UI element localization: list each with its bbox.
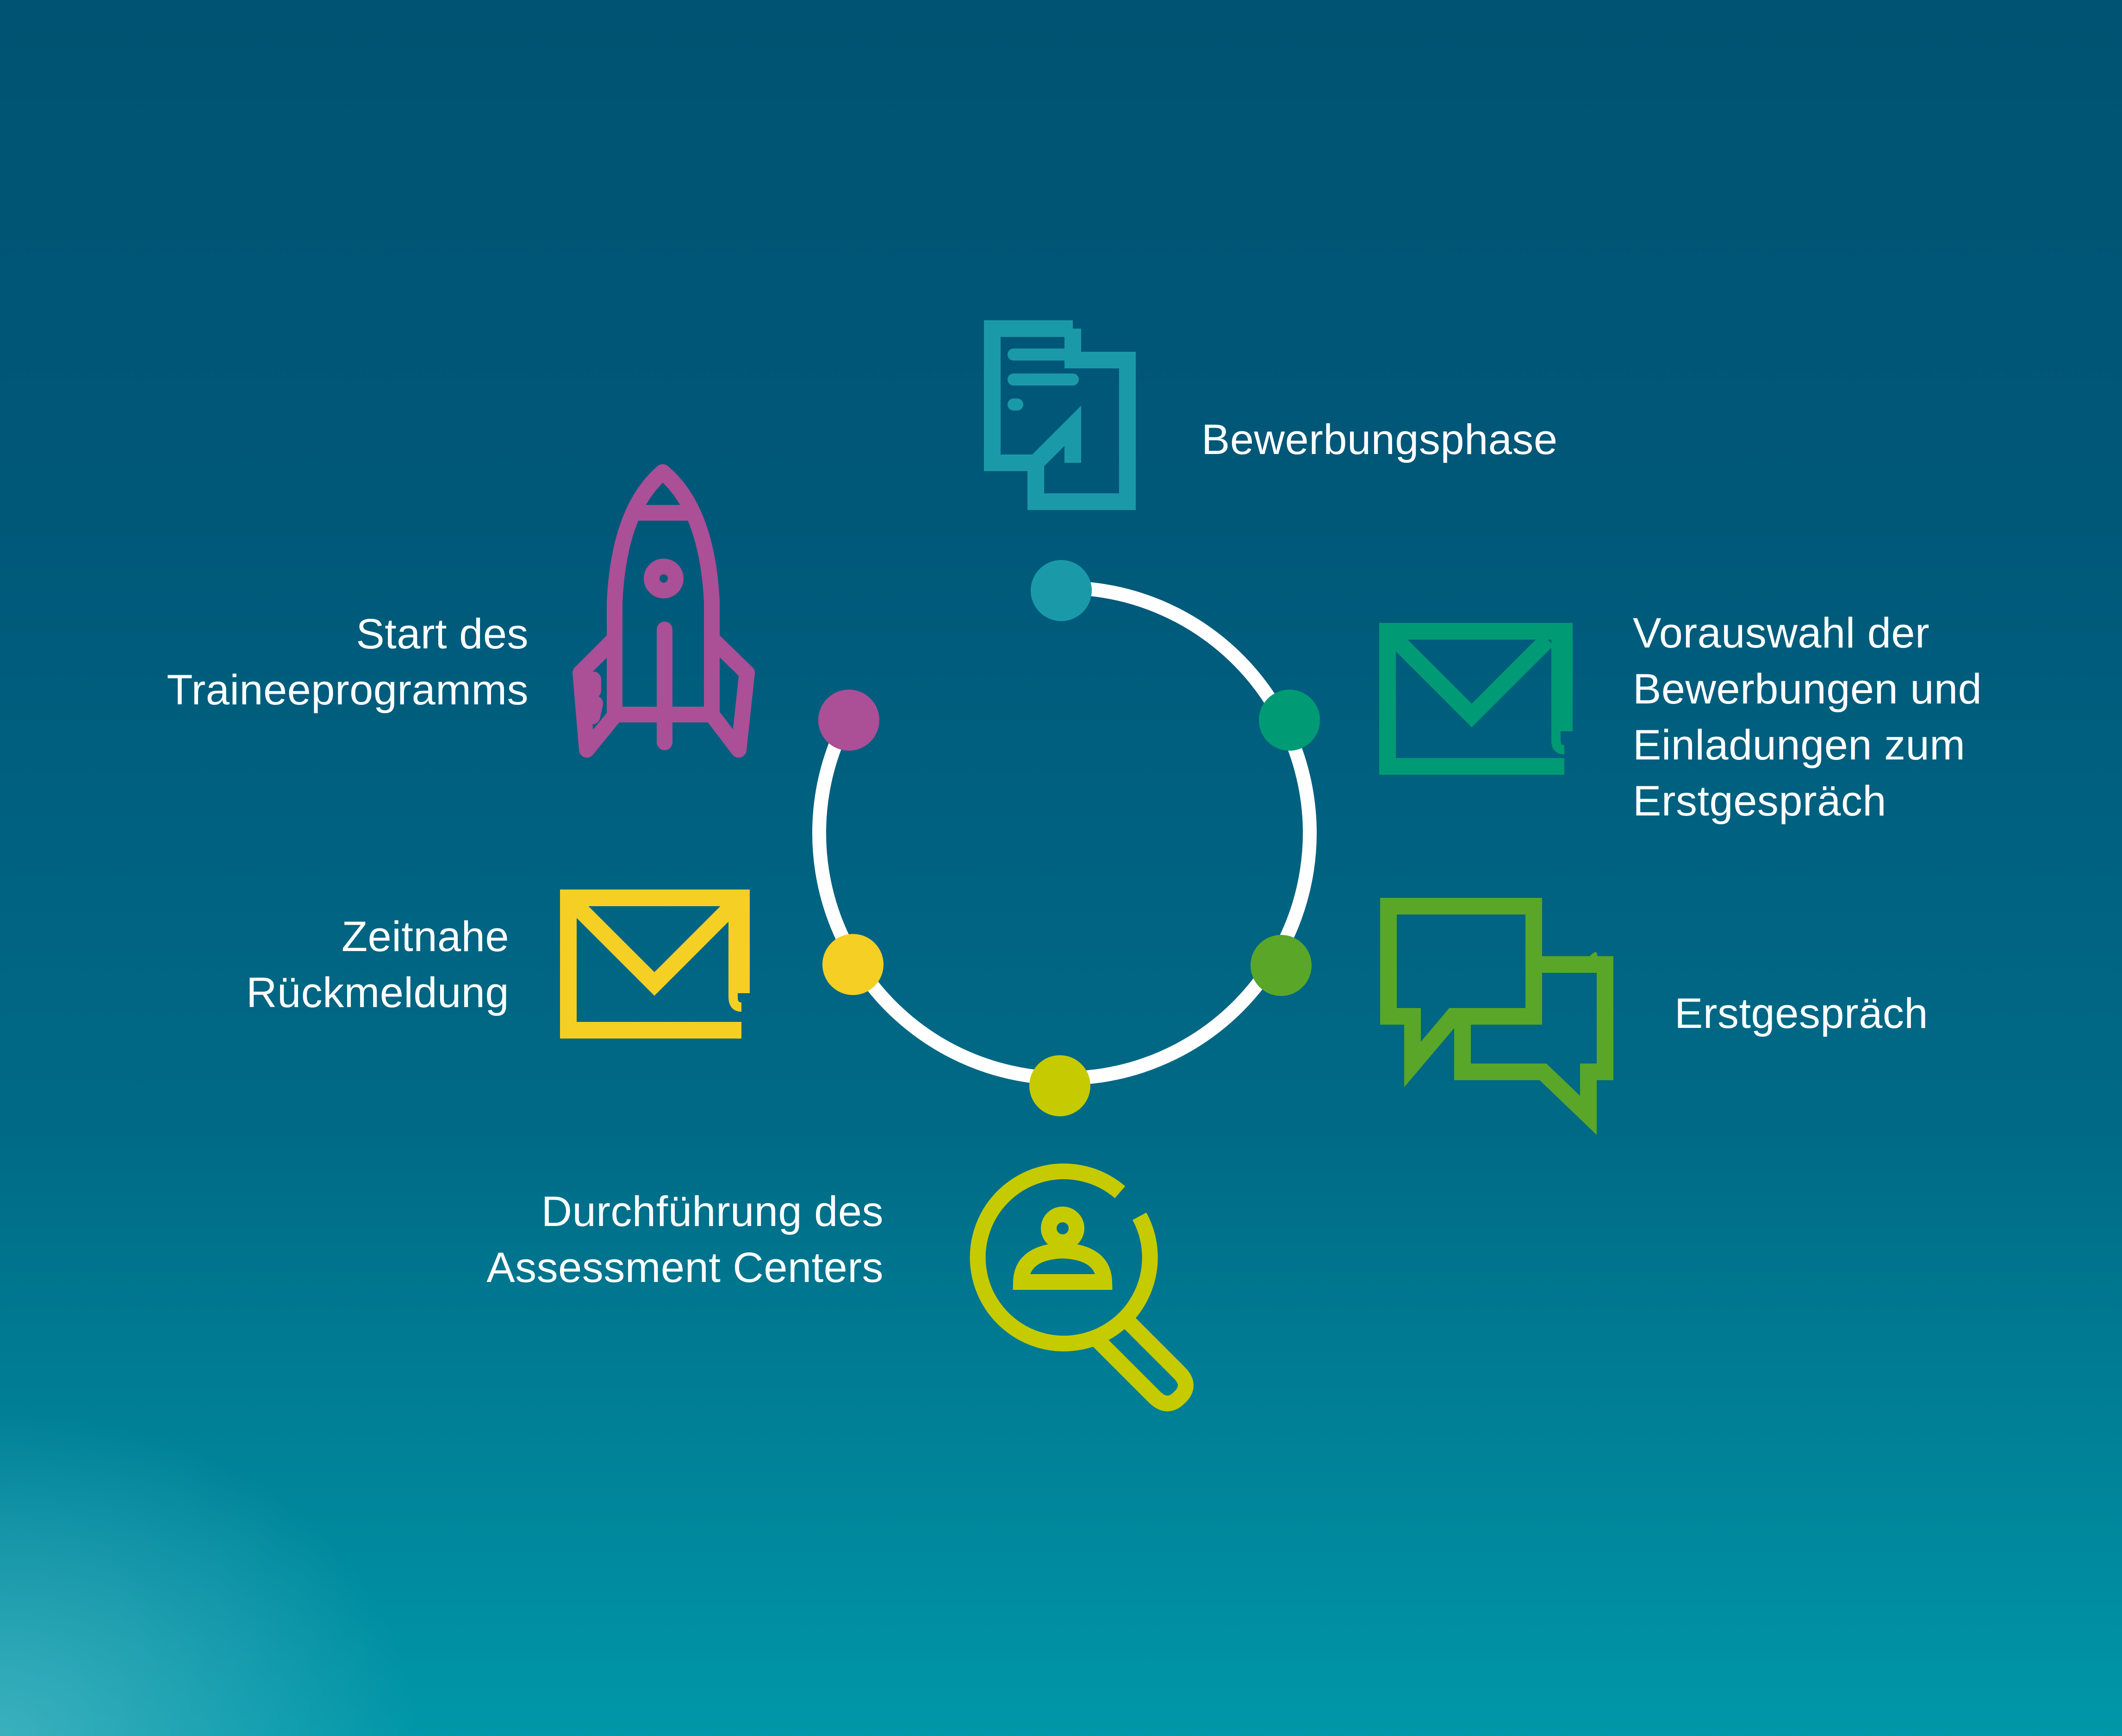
step-label-bewerbungsphase: Bewerbungsphase (1201, 416, 1558, 463)
cycle-ring (812, 580, 1317, 1085)
marker-vorauswahl (1259, 690, 1320, 751)
envelope-icon (1379, 623, 1573, 775)
marker-start (818, 690, 879, 751)
marker-erstgespraech (1251, 935, 1312, 996)
step-label-start: Start des Traineeprogramms (167, 610, 529, 714)
step-label-erstgespraech: Erstgespräch (1674, 990, 1929, 1037)
magnifier-person-icon (970, 1164, 1194, 1412)
marker-assessment (1029, 1055, 1090, 1116)
step-label-vorauswahl: Vorauswahl der Bewerbungen und Einladung… (1633, 610, 1982, 825)
document-icon (984, 320, 1136, 510)
step-label-assessment: Durchführung des Assessment Centers (486, 1188, 884, 1291)
step-label-rueckmeldung: Zeitnahe Rückmeldung (246, 913, 509, 1016)
envelope-icon (560, 890, 750, 1039)
chat-bubbles-icon (1380, 898, 1613, 1135)
rocket-icon (573, 464, 755, 758)
marker-bewerbungsphase (1031, 560, 1092, 621)
marker-rueckmeldung (822, 934, 884, 995)
